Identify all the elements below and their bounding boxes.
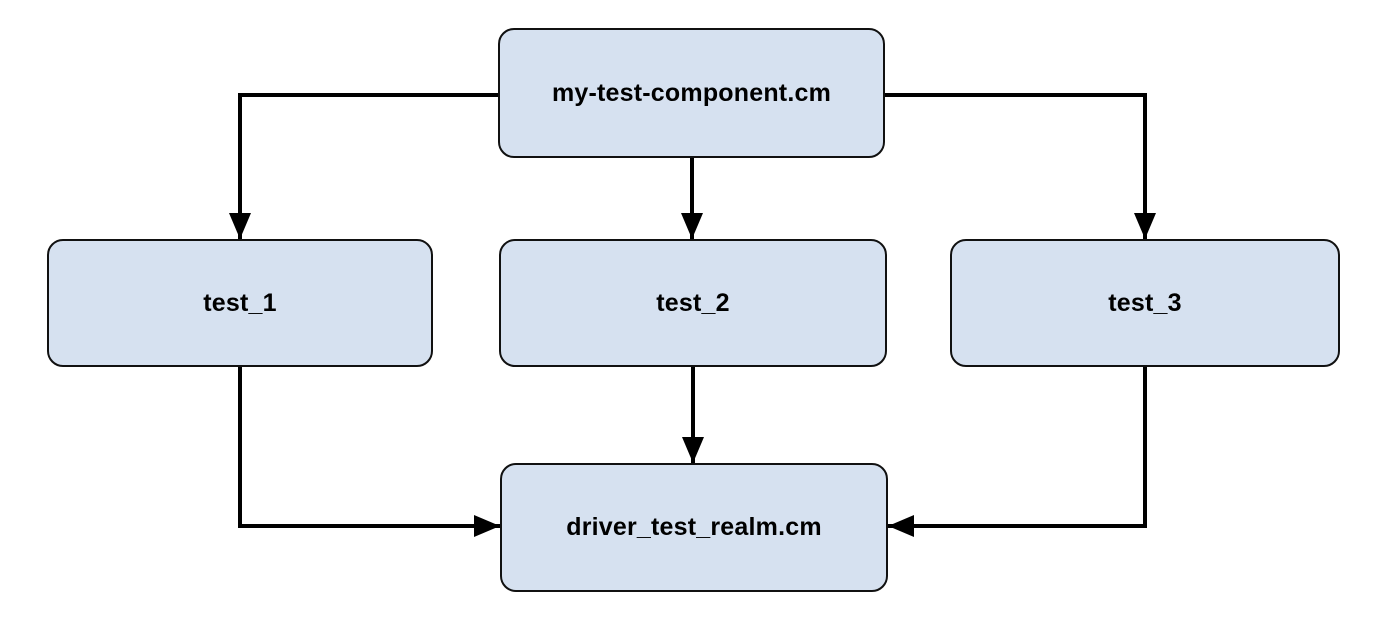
node-my-test-component-cm: my-test-component.cm xyxy=(498,28,885,158)
node-label: driver_test_realm.cm xyxy=(566,513,822,541)
node-label: test_3 xyxy=(1108,288,1182,317)
edge-test-3-to-driver-test-realm xyxy=(888,367,1147,537)
edge-my-test-component-to-test-3 xyxy=(885,93,1156,239)
node-driver-test-realm-cm: driver_test_realm.cm xyxy=(500,463,888,592)
node-test-3: test_3 xyxy=(950,239,1340,367)
node-test-2: test_2 xyxy=(499,239,887,367)
node-label: my-test-component.cm xyxy=(551,78,832,107)
edge-test-1-to-driver-test-realm xyxy=(238,367,500,537)
node-label: test_2 xyxy=(656,288,730,317)
node-test-1: test_1 xyxy=(47,239,433,367)
edge-my-test-component-to-test-1 xyxy=(229,93,499,239)
node-label: test_1 xyxy=(203,288,277,317)
